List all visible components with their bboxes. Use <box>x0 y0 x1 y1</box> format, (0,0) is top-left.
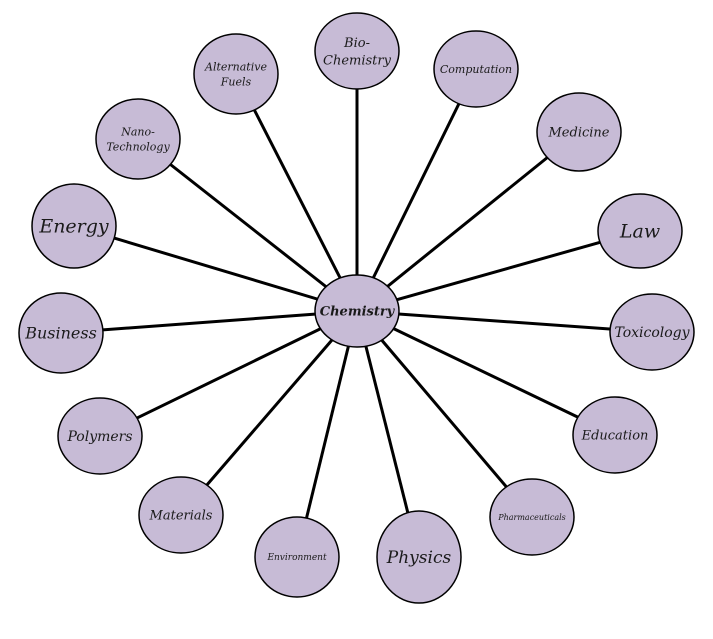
center-node: Chemistry <box>314 274 400 348</box>
node-nano-technology: Nano-Technology <box>95 98 181 180</box>
node-energy-circle <box>31 183 117 269</box>
node-computation-label: Computation <box>440 63 512 76</box>
node-energy: Energy <box>31 183 117 269</box>
connector-alternative-fuels <box>234 73 359 312</box>
node-education: Education <box>572 396 658 474</box>
node-materials: Materials <box>138 476 224 554</box>
node-education-circle <box>572 396 658 474</box>
connector-pharmaceuticals <box>355 310 534 518</box>
center-node-label: Chemistry <box>320 305 396 320</box>
node-education-label: Education <box>581 429 649 444</box>
node-physics-label: Physics <box>386 548 452 568</box>
node-business-label: Business <box>24 324 97 343</box>
node-environment: Environment <box>254 516 340 598</box>
node-alternative-fuels-circle <box>193 33 279 115</box>
connector-nano-technology <box>137 137 358 313</box>
node-materials-label: Materials <box>149 509 213 524</box>
connector-toxicology <box>356 309 653 334</box>
node-medicine-circle <box>536 92 622 172</box>
node-computation: Computation <box>433 30 519 108</box>
node-energy-label: Energy <box>38 216 109 238</box>
center-node-circle <box>314 274 400 348</box>
node-law-circle <box>597 193 683 269</box>
node-environment-circle <box>254 516 340 598</box>
node-medicine-label: Medicine <box>548 126 610 141</box>
node-toxicology-label: Toxicology <box>614 325 690 341</box>
connector-materials <box>179 310 359 516</box>
node-toxicology: Toxicology <box>609 293 695 371</box>
node-computation-circle <box>433 30 519 108</box>
node-physics: Physics <box>376 510 462 604</box>
node-medicine: Medicine <box>536 92 622 172</box>
node-physics-circle <box>376 510 462 604</box>
connector-energy <box>73 224 358 313</box>
connector-business <box>60 309 358 335</box>
node-pharmaceuticals: Pharmaceuticals <box>489 478 575 556</box>
node-polymers: Polymers <box>57 397 143 475</box>
connector-polymers <box>99 309 358 438</box>
connector-medicine <box>356 130 580 313</box>
node-polymers-circle <box>57 397 143 475</box>
connector-lines <box>60 51 653 558</box>
node-bio-chemistry: Bio-Chemistry <box>314 12 400 90</box>
connector-law <box>356 229 641 313</box>
node-toxicology-circle <box>609 293 695 371</box>
connector-education <box>356 309 616 437</box>
node-polymers-label: Polymers <box>66 429 132 445</box>
node-bio-chemistry-circle <box>314 12 400 90</box>
node-business-circle <box>18 292 104 374</box>
node-nano-technology-label: Nano-Technology <box>106 125 170 153</box>
node-business: Business <box>18 292 104 374</box>
node-bio-chemistry-label: Bio-Chemistry <box>323 36 392 69</box>
node-nano-technology-circle <box>95 98 181 180</box>
connector-computation <box>355 68 478 312</box>
connector-environment <box>295 310 359 558</box>
node-pharmaceuticals-circle <box>489 478 575 556</box>
node-pharmaceuticals-label: Pharmaceuticals <box>497 513 566 522</box>
node-materials-circle <box>138 476 224 554</box>
node-environment-label: Environment <box>266 553 327 563</box>
node-law: Law <box>597 193 683 269</box>
topic-nodes: Bio-ChemistryComputationMedicineLawToxic… <box>18 12 695 604</box>
node-law-label: Law <box>619 221 660 243</box>
